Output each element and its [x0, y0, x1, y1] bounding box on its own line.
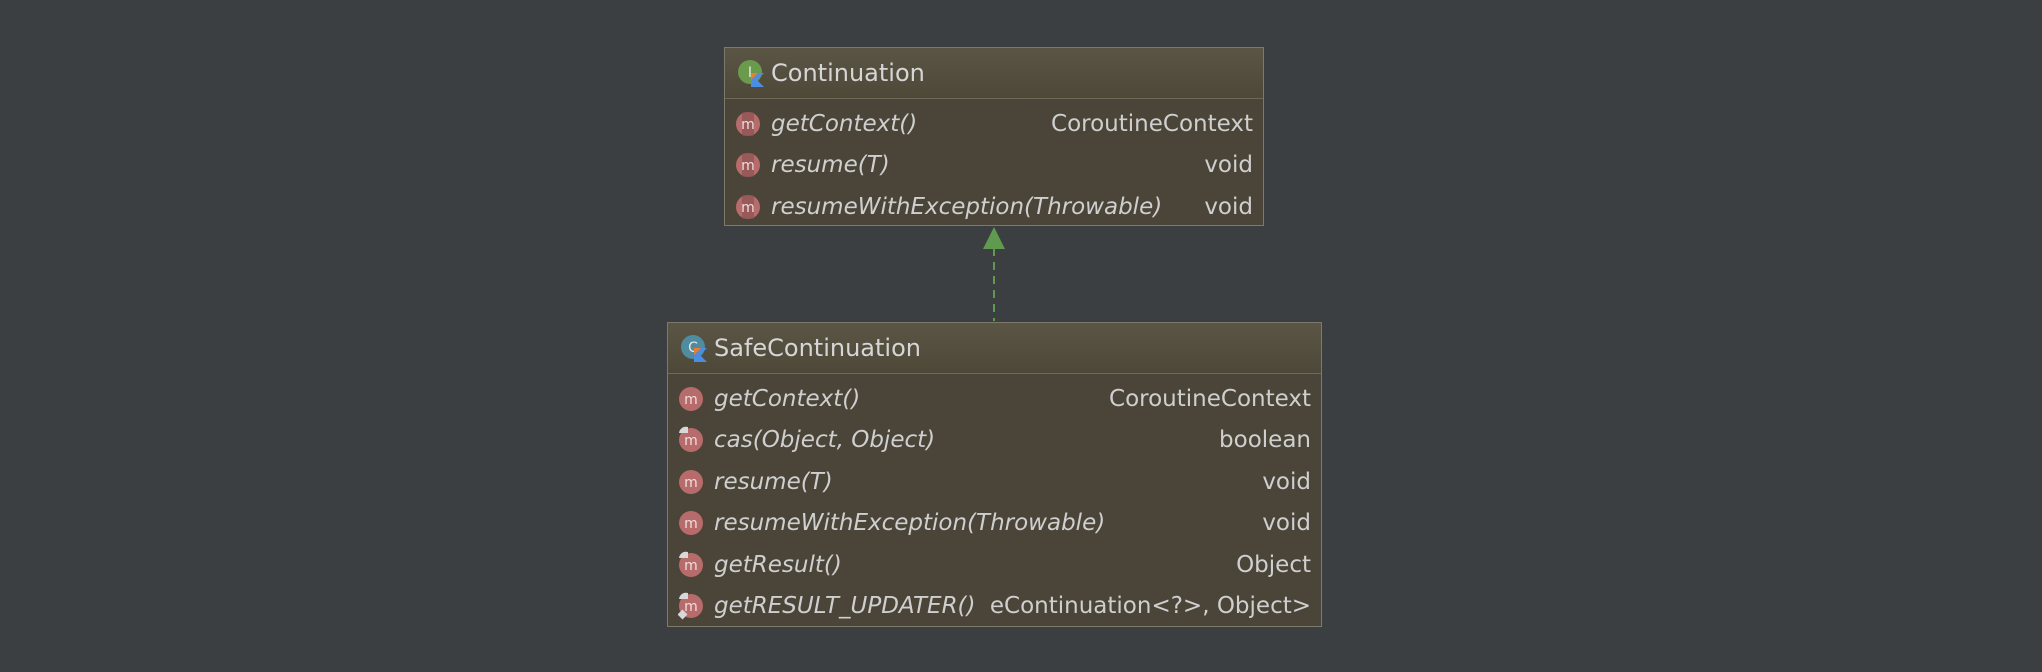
- member-name: getRESULT_UPDATER(): [714, 593, 976, 620]
- abstract-method-icon: m: [735, 151, 763, 179]
- interface-member-row[interactable]: m getContext() CoroutineContext: [725, 103, 1263, 145]
- continuation-header: I Continuation: [725, 48, 1263, 99]
- abstract-method-icon: m: [735, 110, 763, 138]
- member-name: resume(T): [771, 152, 890, 179]
- private-method-icon: m: [678, 551, 706, 579]
- member-name: resumeWithException(Throwable): [714, 510, 1106, 537]
- member-name: resume(T): [714, 468, 833, 495]
- svg-text:m: m: [684, 599, 698, 615]
- safecontinuation-header: C SafeContinuation: [668, 323, 1321, 374]
- svg-text:I: I: [748, 65, 752, 81]
- class-member-row[interactable]: m resumeWithException(Throwable) void: [668, 503, 1321, 545]
- member-type: Object: [1236, 551, 1311, 578]
- member-name: cas(Object, Object): [714, 427, 936, 454]
- interface-member-row[interactable]: m resume(T) void: [725, 145, 1263, 187]
- private-method-icon: m: [678, 426, 706, 454]
- svg-text:m: m: [741, 117, 755, 133]
- continuation-interface-node[interactable]: I Continuation m getContext() CoroutineCon…: [724, 47, 1264, 226]
- continuation-title: Continuation: [771, 59, 925, 87]
- interface-kotlin-icon: I: [737, 59, 765, 87]
- class-member-row[interactable]: m resume(T) void: [668, 461, 1321, 503]
- member-type: CoroutineContext: [1051, 110, 1253, 137]
- class-kotlin-icon: C: [680, 334, 708, 362]
- svg-text:C: C: [688, 340, 698, 356]
- member-type: boolean: [1219, 427, 1311, 454]
- class-member-row[interactable]: m getRESULT_UPDATER() eContinuation<?>, Ob…: [668, 586, 1321, 628]
- member-name: getContext(): [714, 385, 861, 412]
- member-name: resumeWithException(Throwable): [771, 193, 1163, 220]
- safecontinuation-members: m getContext() CoroutineContext m cas(Objec…: [668, 374, 1321, 627]
- safecontinuation-title: SafeContinuation: [714, 334, 921, 362]
- member-name: getContext(): [771, 110, 918, 137]
- class-member-row[interactable]: m getResult() Object: [668, 544, 1321, 586]
- method-icon: m: [678, 385, 706, 413]
- member-type: void: [1262, 510, 1311, 537]
- safecontinuation-class-node[interactable]: C SafeContinuation m getContext() Coroutin…: [667, 322, 1322, 627]
- method-icon: m: [678, 468, 706, 496]
- class-member-row[interactable]: m cas(Object, Object) boolean: [668, 420, 1321, 462]
- interface-member-row[interactable]: m resumeWithException(Throwable) void: [725, 186, 1263, 228]
- member-type: CoroutineContext: [1109, 385, 1311, 412]
- svg-text:m: m: [741, 200, 755, 216]
- member-type: void: [1262, 468, 1311, 495]
- member-type: void: [1204, 152, 1253, 179]
- svg-text:m: m: [741, 158, 755, 174]
- svg-text:m: m: [684, 433, 698, 449]
- continuation-members: m getContext() CoroutineContext m resume(T)…: [725, 99, 1263, 228]
- svg-text:m: m: [684, 558, 698, 574]
- member-type: void: [1204, 193, 1253, 220]
- static-private-method-icon: m: [677, 592, 706, 620]
- member-name: getResult(): [714, 551, 842, 578]
- member-type: eContinuation<?>, Object>: [989, 593, 1311, 620]
- svg-text:m: m: [684, 516, 698, 532]
- svg-text:m: m: [684, 475, 698, 491]
- method-icon: m: [678, 509, 706, 537]
- abstract-method-icon: m: [735, 193, 763, 221]
- class-member-row[interactable]: m getContext() CoroutineContext: [668, 378, 1321, 420]
- svg-text:m: m: [684, 392, 698, 408]
